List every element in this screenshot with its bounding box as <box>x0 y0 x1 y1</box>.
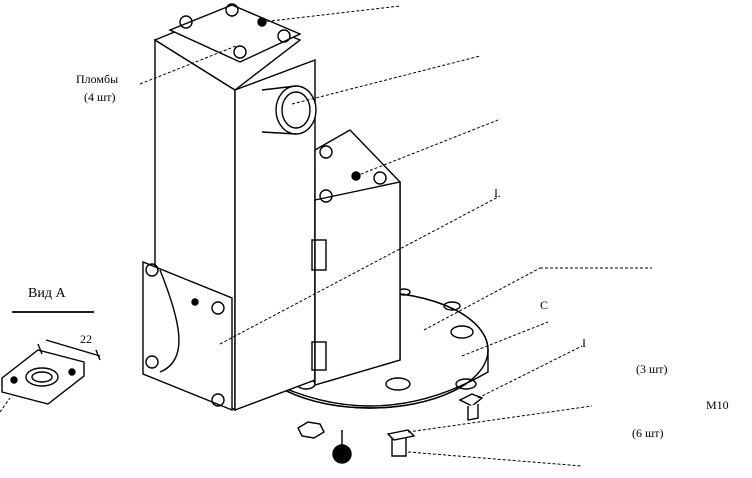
fragment-c-label: С <box>540 298 549 312</box>
qty-6-label: (6 шт) <box>632 426 664 440</box>
seals-count-label: (4 шт) <box>84 90 116 104</box>
leader-lines <box>0 5 652 467</box>
view-a-label: Вид А <box>28 286 66 301</box>
fragment-m10-label: М10 <box>706 398 729 412</box>
dimension-label: 22 <box>80 332 92 346</box>
qty-3-label: (3 шт) <box>636 362 668 376</box>
secondary-block <box>311 129 401 386</box>
fragment-i2-label: I <box>582 336 586 350</box>
fragment-i-label: I <box>494 186 498 200</box>
front-plate <box>142 260 233 412</box>
view-a-part <box>1 311 101 405</box>
seals-label: Пломбы <box>76 72 119 86</box>
bottom-studs <box>297 393 484 464</box>
side-port <box>261 85 317 135</box>
